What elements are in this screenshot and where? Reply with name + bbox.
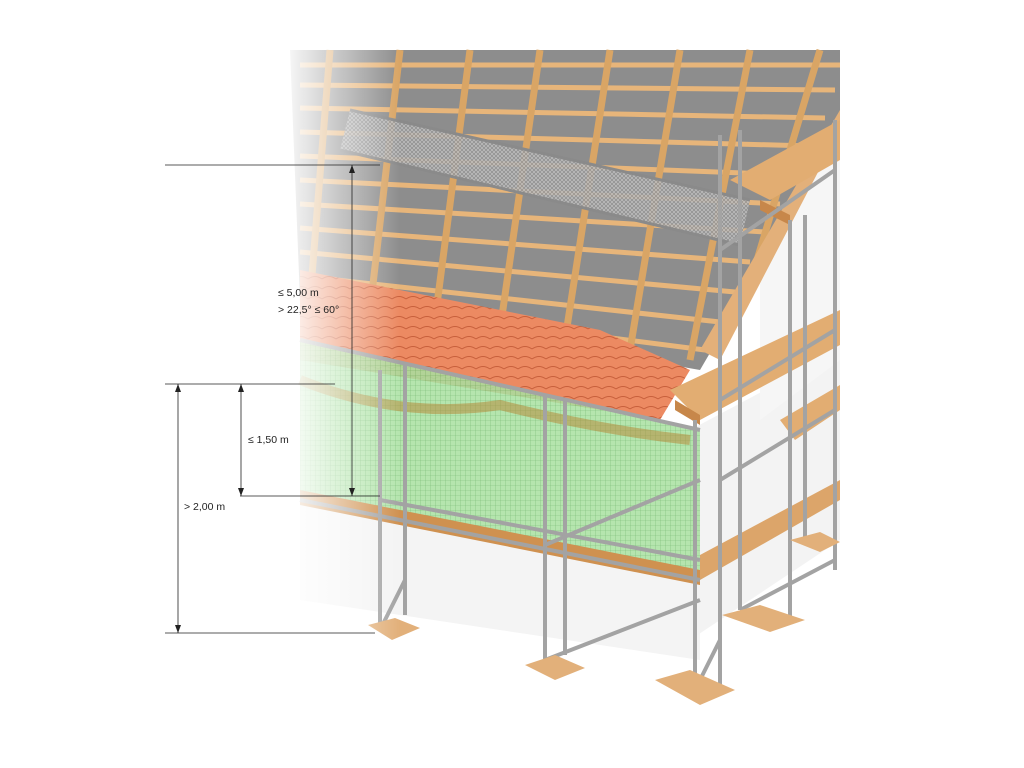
roof-mesh-guard xyxy=(339,108,751,247)
dimension-arrowheads xyxy=(175,165,355,633)
dimension-lines xyxy=(165,164,380,634)
scaffold-tubes xyxy=(299,120,837,691)
roof-pitch-label: > 22,5° ≤ 60° xyxy=(278,304,339,316)
roof-height-label: ≤ 5,00 m xyxy=(278,287,319,299)
eave-height-label: > 2,00 m xyxy=(184,501,225,513)
net-height-label: ≤ 1,50 m xyxy=(248,434,289,446)
